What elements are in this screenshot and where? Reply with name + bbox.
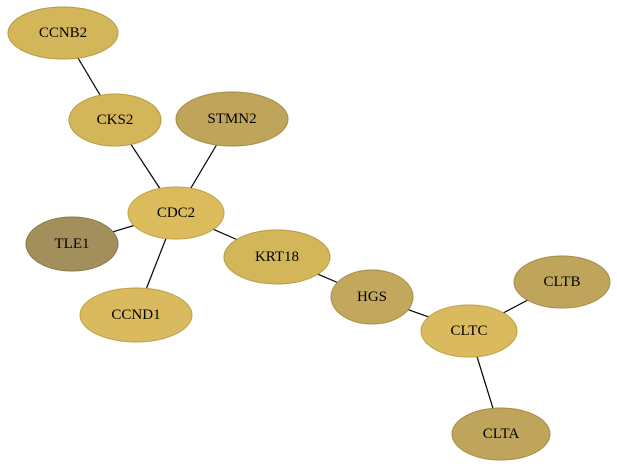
node-hgs[interactable]: HGS [330, 269, 414, 325]
node-label-tle1: TLE1 [55, 236, 90, 252]
edge-cltb-cltc [503, 299, 528, 314]
edge-cltc-clta [476, 356, 494, 409]
edge-stmn2-cdc2 [190, 144, 218, 189]
edges-layer [77, 57, 528, 409]
node-ellipse-tle1[interactable] [25, 216, 119, 272]
node-label-stmn2: STMN2 [207, 111, 256, 127]
node-ellipse-hgs[interactable] [330, 269, 414, 325]
node-label-ccnb2: CCNB2 [39, 25, 87, 41]
node-label-cltc: CLTC [451, 323, 488, 339]
node-cdc2[interactable]: CDC2 [127, 186, 225, 240]
node-label-clta: CLTA [483, 426, 520, 442]
edge-cks2-cdc2 [130, 144, 161, 189]
node-label-cks2: CKS2 [97, 112, 134, 128]
node-ellipse-krt18[interactable] [223, 229, 331, 285]
node-ccnb2[interactable]: CCNB2 [7, 6, 119, 60]
edge-krt18-hgs [317, 273, 338, 284]
node-clta[interactable]: CLTA [451, 407, 551, 461]
node-ellipse-cks2[interactable] [68, 93, 162, 147]
node-ellipse-ccnd1[interactable] [79, 287, 193, 343]
edge-ccnb2-cks2 [77, 57, 101, 96]
node-ellipse-clta[interactable] [451, 407, 551, 461]
node-ellipse-cltc[interactable] [420, 304, 518, 358]
edge-ccnd1-cdc2 [145, 238, 167, 289]
node-label-ccnd1: CCND1 [111, 307, 160, 323]
node-ellipse-cltb[interactable] [513, 255, 611, 309]
edge-cdc2-krt18 [213, 228, 237, 241]
node-ellipse-ccnb2[interactable] [7, 6, 119, 60]
edge-hgs-cltc [408, 309, 429, 318]
node-tle1[interactable]: TLE1 [25, 216, 119, 272]
node-cltb[interactable]: CLTB [513, 255, 611, 309]
node-cks2[interactable]: CKS2 [68, 93, 162, 147]
node-stmn2[interactable]: STMN2 [175, 91, 289, 147]
node-label-hgs: HGS [357, 289, 387, 305]
edge-tle1-cdc2 [112, 224, 135, 233]
node-ellipse-cdc2[interactable] [127, 186, 225, 240]
node-ccnd1[interactable]: CCND1 [79, 287, 193, 343]
node-krt18[interactable]: KRT18 [223, 229, 331, 285]
node-cltc[interactable]: CLTC [420, 304, 518, 358]
node-label-krt18: KRT18 [255, 249, 299, 265]
node-ellipse-stmn2[interactable] [175, 91, 289, 147]
node-label-cdc2: CDC2 [157, 205, 195, 221]
node-label-cltb: CLTB [544, 274, 581, 290]
